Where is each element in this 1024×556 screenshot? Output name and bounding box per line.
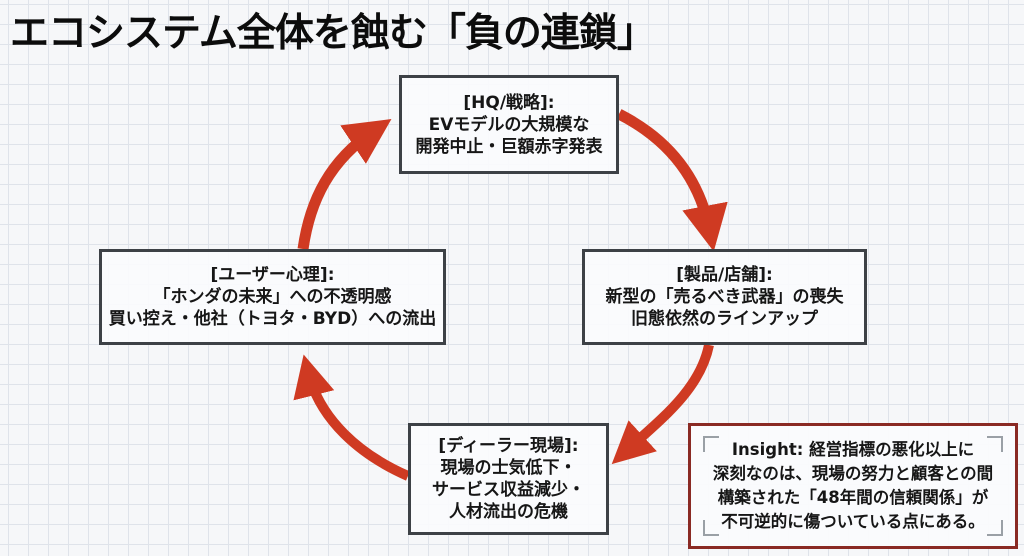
node-line: 人材流出の危機 [449, 502, 568, 522]
node-line: 新型の「売るべき武器」の喪失 [605, 287, 844, 307]
corner-bracket-icon [987, 436, 1003, 452]
arrow-hq-to-product [616, 109, 728, 252]
node-line: サービス収益減少・ [432, 480, 585, 500]
insight-line: 構築された「48年間の信頼関係」が [717, 488, 989, 507]
arrow-dealer-to-user [293, 354, 411, 481]
insight-line: 深刻なのは、現場の努力と顧客との間 [712, 464, 994, 483]
node-heading: [ディーラー現場]: [438, 436, 579, 456]
node-line: 開発中止・巨額赤字発表 [415, 136, 603, 157]
node-hq-strategy: [HQ/戦略]: EVモデルの大規模な 開発中止・巨額赤字発表 [399, 75, 619, 174]
insight-line: 不可逆的に傷ついている点にある。 [721, 512, 985, 531]
insight-line: Insight: 経営指標の悪化以上に [731, 440, 975, 459]
node-heading: [HQ/戦略]: [463, 92, 555, 113]
corner-bracket-icon [987, 520, 1003, 536]
arrow-product-to-dealer [611, 343, 714, 465]
node-heading: [ユーザー心理]: [210, 265, 335, 285]
corner-bracket-icon [703, 520, 719, 536]
node-product-store: [製品/店舗]: 新型の「売るべき武器」の喪失 旧態依然のラインアップ [582, 249, 867, 345]
node-line: EVモデルの大規模な [428, 114, 590, 135]
corner-bracket-icon [703, 436, 719, 452]
node-user-psychology: [ユーザー心理]: 「ホンダの未来」への不透明感 買い控え・他社（トヨタ・BYD… [99, 249, 446, 345]
node-line: 買い控え・他社（トヨタ・BYD）への流出 [108, 309, 437, 329]
node-line: 「ホンダの未来」への不透明感 [153, 287, 392, 307]
arrow-user-to-hq [297, 119, 392, 250]
page-title: エコシステム全体を蝕む「負の連鎖」 [10, 11, 656, 56]
node-dealer-field: [ディーラー現場]: 現場の士気低下・ サービス収益減少・ 人材流出の危機 [408, 423, 609, 535]
node-line: 旧態依然のラインアップ [631, 309, 818, 329]
node-line: 現場の士気低下・ [440, 458, 577, 478]
node-heading: [製品/店舗]: [676, 265, 773, 285]
insight-box: Insight: 経営指標の悪化以上に 深刻なのは、現場の努力と顧客との間 構築… [688, 423, 1018, 549]
